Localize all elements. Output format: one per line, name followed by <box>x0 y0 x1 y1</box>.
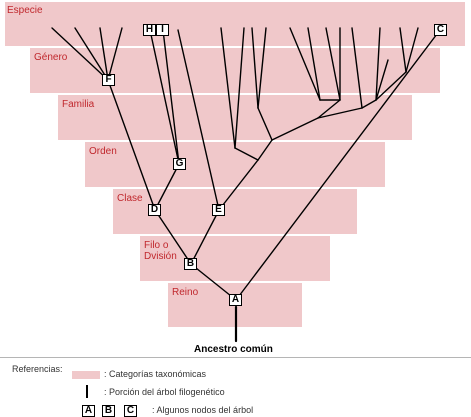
node-d: D <box>148 204 161 216</box>
legend-node-a: A <box>82 405 95 417</box>
node-g: G <box>173 158 186 170</box>
branch-g-i <box>162 29 180 165</box>
node-b: B <box>184 258 197 270</box>
branch-f-1 <box>51 27 109 81</box>
node-c: C <box>434 24 447 36</box>
band-label-filo: Filo o Dvisión <box>144 240 177 262</box>
branch-g-h <box>149 29 180 165</box>
band-label-clase: Clase <box>117 193 143 204</box>
band-label-reino: Reino <box>172 287 199 298</box>
legend-line-swatch <box>86 385 88 398</box>
node-i: I <box>156 24 169 36</box>
branch-f-4 <box>107 27 123 81</box>
phylogenetic-tree <box>51 27 441 343</box>
legend-nodes-text: : Algunos nodos del árbol <box>152 405 254 415</box>
branch-f-2 <box>74 27 109 81</box>
band-label-genero: Género <box>34 52 68 63</box>
band-label-orden: Orden <box>89 146 117 157</box>
node-h: H <box>143 24 156 36</box>
branch-e-1 <box>177 29 220 211</box>
node-a: A <box>229 294 242 306</box>
branch-e-2 <box>218 159 259 211</box>
legend-node-b: B <box>102 405 115 417</box>
legend-band-swatch <box>72 371 100 379</box>
legend-title: Referencias: <box>12 364 63 374</box>
root-label: Ancestro común <box>194 344 273 355</box>
branch-a-b <box>190 263 237 301</box>
node-e: E <box>212 204 225 216</box>
legend-categories-text: : Categorías taxonómicas <box>104 369 207 379</box>
band-orden <box>85 142 385 187</box>
band-familia <box>58 95 412 140</box>
branch-f-3 <box>99 27 109 81</box>
branch-d-g <box>154 163 180 211</box>
legend-node-c: C <box>124 405 137 417</box>
legend-separator <box>0 357 471 358</box>
band-label-familia: Familia <box>62 99 95 110</box>
band-filo <box>140 236 330 281</box>
branch-d-f <box>107 79 156 211</box>
node-f: F <box>102 74 115 86</box>
legend-portion-text: : Porción del árbol filogenético <box>104 387 225 397</box>
branch-b-d <box>154 209 192 265</box>
branch-a-c <box>235 29 441 301</box>
branch-b-e <box>190 209 220 265</box>
band-label-especie: Especie <box>7 5 43 16</box>
